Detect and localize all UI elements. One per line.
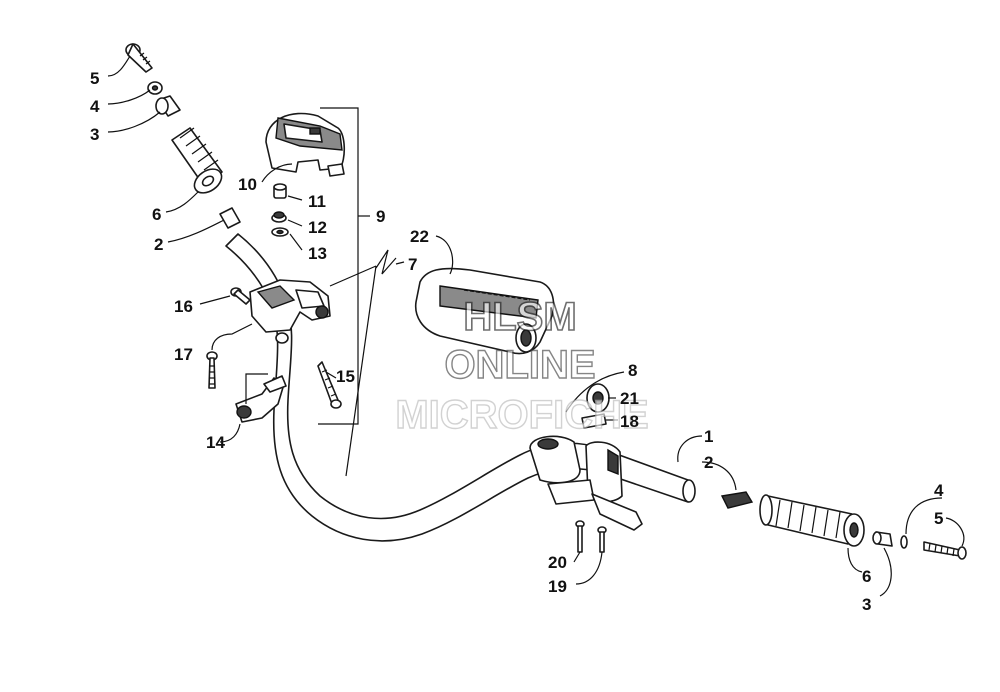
- callout-labels: 5 4 3 6 2 10 11 12 13 9 7 22 16 17 15 14…: [90, 69, 944, 614]
- throttle-cap: [586, 383, 610, 413]
- callout-6-left: 6: [152, 205, 161, 224]
- callout-7: 7: [408, 255, 417, 274]
- bar-end-right: [872, 531, 893, 547]
- bar-end-left: [155, 95, 181, 117]
- switch-spring: [271, 211, 287, 223]
- callout-10: 10: [238, 175, 257, 194]
- callout-1: 1: [704, 427, 713, 446]
- throttle-brake-assembly: [529, 435, 643, 531]
- screw-15: [317, 361, 342, 409]
- switch-washer: [271, 227, 289, 237]
- callout-4-left: 4: [90, 97, 100, 116]
- callout-8: 8: [628, 361, 637, 380]
- switch-screw: [273, 183, 287, 199]
- callout-15: 15: [336, 367, 355, 386]
- leader-lines: [107, 55, 965, 597]
- watermark-line-3: MICROFICHE: [395, 393, 648, 437]
- mirror-bracket: [235, 375, 287, 423]
- callout-4-right: 4: [934, 481, 944, 500]
- grip-right: [759, 494, 865, 547]
- callout-21: 21: [620, 389, 639, 408]
- sleeve-left: [219, 207, 241, 229]
- callout-3-right: 3: [862, 595, 871, 614]
- screw-19: [597, 526, 607, 553]
- callout-16: 16: [174, 297, 193, 316]
- washer-left: [147, 81, 163, 95]
- callout-20: 20: [548, 553, 567, 572]
- throttle-gasket: [581, 413, 607, 429]
- callout-9: 9: [376, 207, 385, 226]
- callout-12: 12: [308, 218, 327, 237]
- washer-right: [900, 535, 908, 549]
- watermark: HLSM ONLINE MICROFICHE: [395, 294, 650, 438]
- callout-17: 17: [174, 345, 193, 364]
- callout-5-left: 5: [90, 69, 99, 88]
- callout-22: 22: [410, 227, 429, 246]
- callout-6-right: 6: [862, 567, 871, 586]
- switch-assembly-left: [249, 279, 331, 344]
- handlebar-pad: [414, 267, 555, 355]
- end-bolt-right: [923, 541, 967, 560]
- screw-16: [230, 287, 251, 305]
- callout-2-right: 2: [704, 453, 713, 472]
- screw-17: [206, 351, 218, 389]
- grip-left: [171, 127, 223, 194]
- end-bolt-left: [125, 43, 153, 73]
- callout-14: 14: [206, 433, 225, 452]
- watermark-line-2: ONLINE: [444, 343, 595, 387]
- sleeve-right: [720, 491, 754, 509]
- callout-2-left: 2: [154, 235, 163, 254]
- watermark-line-1: HLSM: [463, 295, 576, 339]
- screw-20: [575, 520, 585, 553]
- callout-11: 11: [308, 192, 326, 211]
- callout-18: 18: [620, 412, 639, 431]
- callout-5-right: 5: [934, 509, 943, 528]
- callout-13: 13: [308, 244, 327, 263]
- switch-housing-cover: [265, 112, 346, 177]
- callout-3-left: 3: [90, 125, 99, 144]
- callout-19: 19: [548, 577, 567, 596]
